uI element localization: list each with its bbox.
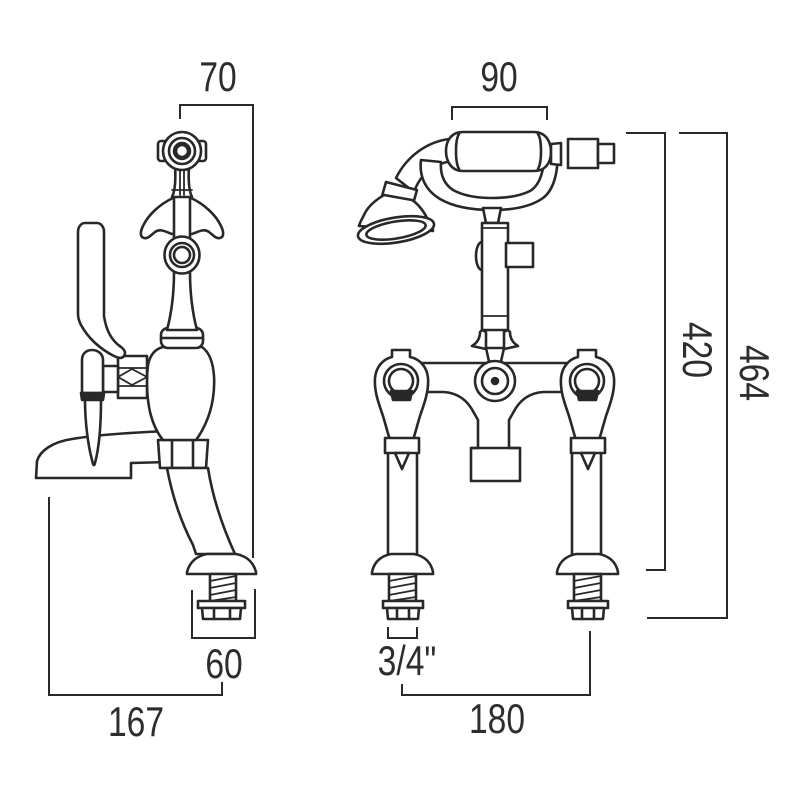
backnut-right bbox=[570, 606, 606, 621]
valve-base-left bbox=[383, 436, 421, 455]
dim-464-label: 464 bbox=[731, 344, 778, 402]
handle-band bbox=[79, 391, 106, 402]
thread-hatching bbox=[209, 575, 237, 602]
dim-60-label: 60 bbox=[205, 640, 243, 687]
backnut-left-lip bbox=[381, 599, 425, 610]
dim-70-label: 70 bbox=[199, 53, 237, 100]
dim-180-line bbox=[401, 631, 591, 696]
front-view bbox=[356, 130, 620, 621]
cradle-neck-detail bbox=[171, 169, 193, 196]
dim-90-line bbox=[451, 106, 548, 120]
bonnet-neck bbox=[101, 364, 120, 394]
dim-34-label: 3/4" bbox=[377, 637, 437, 684]
valve-tip-right bbox=[579, 451, 597, 471]
backnut-right-lip bbox=[566, 599, 610, 610]
dim-167-line bbox=[48, 497, 223, 696]
backnut bbox=[200, 606, 243, 621]
body-bar bbox=[419, 361, 573, 483]
center-hub-dot bbox=[490, 376, 500, 386]
leg bbox=[165, 466, 237, 556]
valve-band-left bbox=[389, 389, 414, 402]
cradle-ring-core bbox=[172, 141, 192, 161]
flange-left bbox=[370, 552, 435, 576]
riser-wing-left bbox=[470, 328, 488, 351]
dim-180-label: 180 bbox=[468, 695, 526, 742]
cradle-hub-core bbox=[172, 245, 192, 265]
bonnet-block bbox=[116, 354, 149, 400]
handset-grip-ends bbox=[454, 132, 543, 171]
thread-right-hatch bbox=[573, 575, 602, 602]
backnut-lip bbox=[196, 599, 247, 610]
bonnet-facets bbox=[117, 367, 148, 387]
dim-167-label: 167 bbox=[107, 698, 165, 745]
union-nut-facets bbox=[170, 438, 195, 470]
loop-stem bbox=[481, 206, 503, 225]
valve-core-right bbox=[573, 367, 601, 395]
hose-connector-b bbox=[566, 137, 600, 170]
hose-connector-c bbox=[596, 142, 616, 165]
hose-connector-a bbox=[549, 141, 563, 167]
union-nut bbox=[156, 438, 210, 470]
upper-column bbox=[172, 194, 192, 242]
backnut-left bbox=[385, 606, 421, 621]
dimension-lines bbox=[48, 104, 728, 696]
dim-34-line bbox=[387, 627, 418, 639]
valve-base-right bbox=[569, 436, 607, 455]
handle-hub bbox=[80, 348, 105, 395]
backnut-right-facets bbox=[580, 606, 596, 621]
spout bbox=[34, 429, 170, 480]
lower-column bbox=[165, 270, 199, 332]
pillar-legs bbox=[386, 438, 603, 558]
riser-wing-right bbox=[502, 328, 520, 351]
handset-grip bbox=[444, 130, 553, 173]
dim-90-label: 90 bbox=[480, 53, 518, 100]
riser-joints bbox=[481, 227, 509, 317]
dim-420-label: 420 bbox=[674, 321, 721, 379]
backnut-facets bbox=[212, 606, 232, 621]
riser-tube bbox=[480, 221, 510, 332]
dim-70-line bbox=[179, 104, 254, 558]
dim-464-line bbox=[647, 132, 728, 619]
dim-420-line bbox=[626, 132, 666, 571]
valve-body bbox=[145, 345, 216, 442]
flange-right bbox=[555, 552, 620, 576]
valve-band-right bbox=[575, 389, 600, 402]
thread-left-hatch bbox=[388, 575, 417, 602]
lever-handle bbox=[76, 221, 127, 360]
shower-head-face bbox=[365, 219, 427, 241]
dim-60-line bbox=[191, 589, 256, 639]
valve-core-left bbox=[387, 367, 415, 395]
deck-flange bbox=[185, 552, 258, 576]
riser-outlet bbox=[504, 241, 535, 269]
valve-tip-left bbox=[393, 451, 411, 471]
side-view bbox=[34, 130, 258, 621]
backnut-left-facets bbox=[395, 606, 411, 621]
handle-lower bbox=[83, 398, 103, 467]
